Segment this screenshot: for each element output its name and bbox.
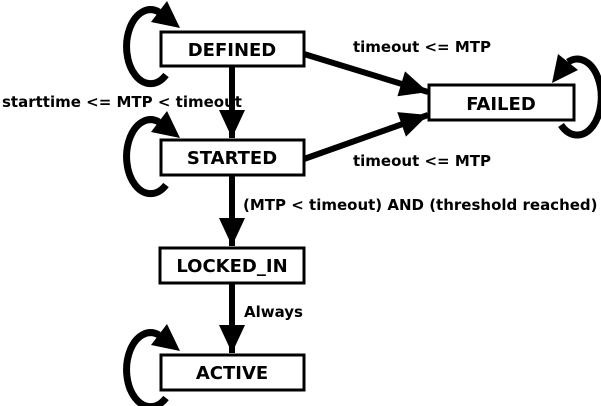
self-loop-defined (123, 6, 169, 88)
transition-label-defined-failed: timeout <= MTP (353, 38, 491, 56)
self-loop-defined-arrowhead-icon (151, 1, 180, 28)
self-loop-active (123, 329, 169, 406)
transition-label-started-failed: timeout <= MTP (353, 152, 491, 170)
state-node-active (159, 353, 306, 392)
self-loop-failed-arrowhead-icon (552, 54, 578, 83)
state-label-active: ACTIVE (196, 363, 268, 384)
state-label-defined: DEFINED (188, 40, 277, 61)
self-loop-started (123, 116, 169, 198)
transition-label-defined-started: starttime <= MTP < timeout (2, 93, 242, 111)
self-loop-started-arrowhead-icon (151, 111, 180, 138)
state-node-started (159, 138, 306, 177)
state-node-lockedin (158, 246, 306, 285)
state-label-lockedin: LOCKED_IN (176, 256, 287, 277)
transition-started-failed (302, 112, 430, 162)
state-node-defined (159, 30, 306, 68)
transition-label-lockedin-active: Always (244, 303, 303, 321)
state-label-failed: FAILED (466, 94, 536, 115)
transition-defined-failed (303, 51, 429, 97)
self-loop-active-arrowhead-icon (151, 324, 180, 351)
state-node-failed (427, 83, 576, 122)
state-label-started: STARTED (187, 148, 277, 169)
transition-label-started-lockedin: (MTP < timeout) AND (threshold reached) (243, 196, 598, 214)
